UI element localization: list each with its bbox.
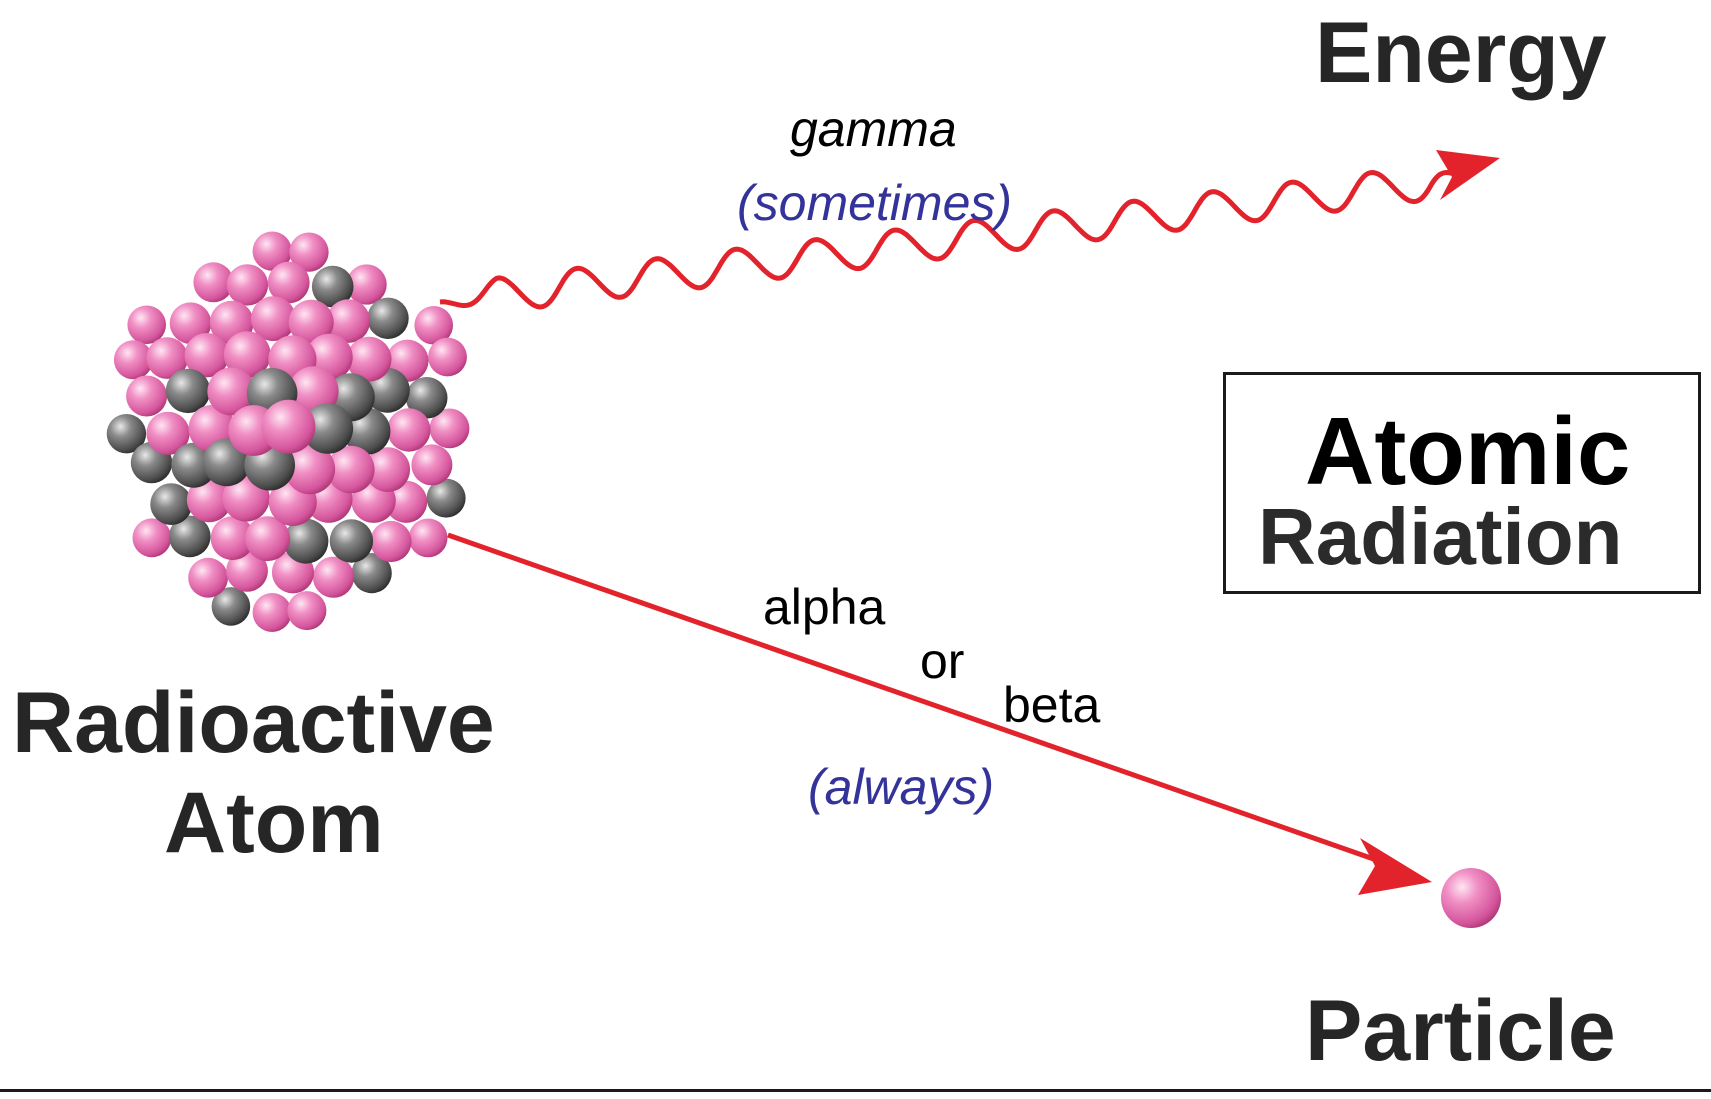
proton-ball [127,306,166,345]
proton-ball [409,519,448,558]
sometimes-note: (sometimes) [737,178,1012,228]
neutron-ball [150,483,192,525]
proton-ball [428,338,467,377]
proton-ball [188,558,228,598]
beta-label: beta [1003,680,1100,730]
always-note: (always) [808,762,994,812]
or-label: or [920,636,964,686]
title-atomic: Atomic [1305,404,1630,500]
neutron-ball [166,369,210,413]
proton-ball [262,400,316,454]
proton-ball [287,591,326,630]
proton-ball [253,593,292,632]
proton-ball [133,518,172,557]
energy-label: Energy [1315,10,1607,96]
gamma-label: gamma [790,104,957,154]
proton-ball [370,521,411,562]
bottom-rule [0,1089,1711,1092]
title-radiation: Radiation [1258,497,1622,577]
proton-ball [227,264,268,305]
radioactive-label: Radioactive [12,680,495,766]
neutron-ball [367,298,408,339]
proton-ball [411,444,452,485]
proton-ball [387,408,430,451]
radioactive-nucleus [107,232,470,633]
particle-arrowhead [1358,838,1432,895]
alpha-label: alpha [763,582,885,632]
proton-ball [313,557,354,598]
atom-label: Atom [164,780,384,866]
particle-label: Particle [1305,988,1616,1074]
emitted-particle [1441,868,1501,928]
neutron-ball [330,519,373,562]
proton-ball [126,376,167,417]
